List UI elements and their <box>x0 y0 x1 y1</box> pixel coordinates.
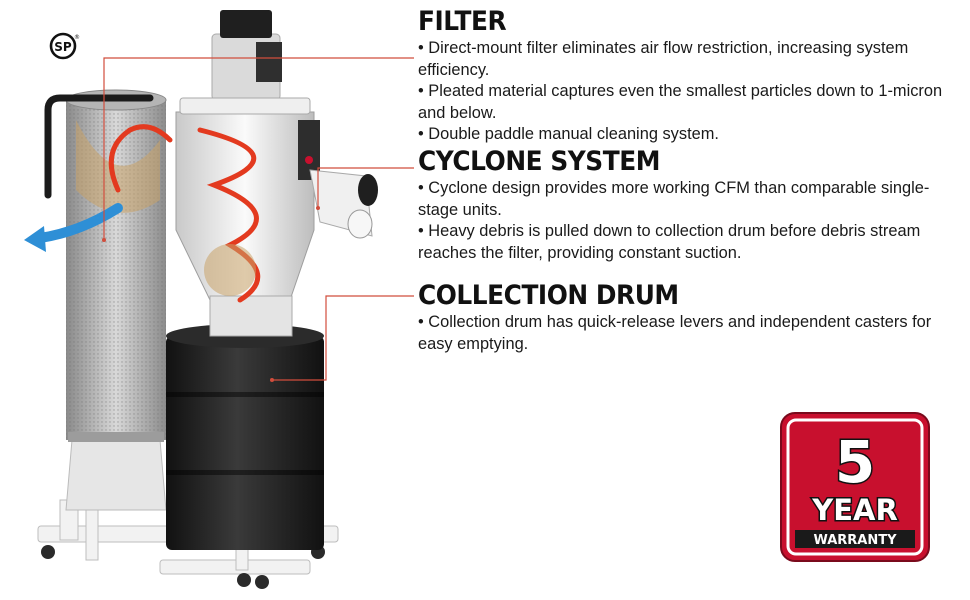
drum-section: COLLECTION DRUM • Collection drum has qu… <box>418 280 958 355</box>
filter-title: FILTER <box>418 6 507 37</box>
cyclone-bullet-list: • Cyclone design provides more working C… <box>418 178 958 264</box>
warranty-unit: YEAR <box>811 493 898 527</box>
filter-airflow-swirl <box>108 124 173 193</box>
filter-bullet-list: • Direct-mount filter eliminates air flo… <box>418 38 958 146</box>
motor <box>179 10 311 115</box>
filter-section: FILTER • Direct-mount filter eliminates … <box>418 6 958 146</box>
warranty-label: WARRANTY <box>813 533 897 548</box>
drum-bullet: • Collection drum has quick-release leve… <box>418 313 932 353</box>
intake-port <box>309 169 378 239</box>
filter-bullet: • Pleated material captures even the sma… <box>418 82 943 122</box>
cyclone-bullet: • Heavy debris is pulled down to collect… <box>418 222 921 262</box>
cyclone-section: CYCLONE SYSTEM • Cyclone design provides… <box>418 146 958 264</box>
warranty-number: 5 <box>835 428 875 496</box>
callout-lines <box>103 57 414 381</box>
csa-mark-text: SP <box>54 40 72 54</box>
csa-certification-icon: SP ® <box>49 32 80 60</box>
collection-drum <box>166 324 324 550</box>
drum-bullet-list: • Collection drum has quick-release leve… <box>418 312 958 355</box>
cyclone-title: CYCLONE SYSTEM <box>418 146 660 177</box>
filter-bullet: • Double paddle manual cleaning system. <box>418 125 719 144</box>
dust-collector-illustration <box>24 10 414 589</box>
drum-title: COLLECTION DRUM <box>418 280 679 311</box>
registered-mark: ® <box>74 34 80 41</box>
filter-bullet: • Direct-mount filter eliminates air flo… <box>418 39 909 79</box>
filter-canister <box>65 89 167 511</box>
airflow-arrow-icon <box>24 203 123 252</box>
cleaning-handle <box>44 94 154 199</box>
warranty-badge-icon: 5 YEAR WARRANTY <box>780 412 930 562</box>
cyclone-body <box>175 111 320 337</box>
cyclone-bullet: • Cyclone design provides more working C… <box>418 179 930 219</box>
